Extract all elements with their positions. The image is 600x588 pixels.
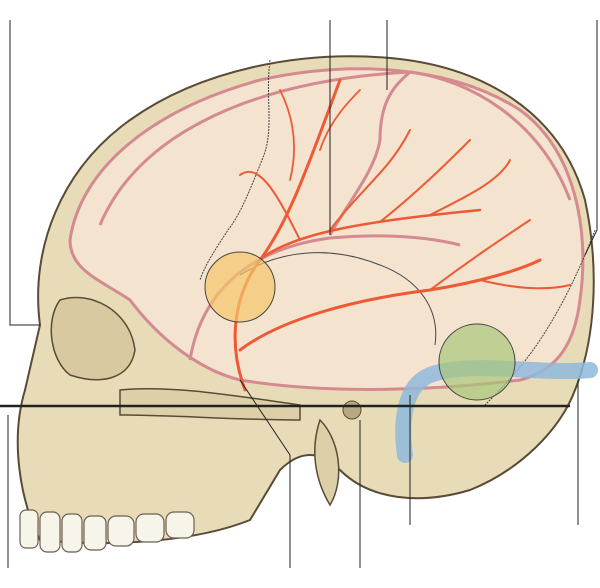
mastoid-process — [314, 418, 340, 507]
orange-highlight-circle — [204, 251, 276, 323]
leader-lines — [7, 20, 598, 568]
coronal-suture — [199, 59, 271, 281]
superior-sinus — [98, 70, 572, 226]
sinus-branch — [328, 70, 411, 236]
teeth — [19, 509, 195, 553]
zygomatic-arch — [119, 387, 301, 421]
middle-fossa-line — [188, 234, 461, 361]
leader-line — [239, 379, 291, 568]
orbit — [50, 296, 136, 381]
external-acoustic-meatus — [342, 400, 362, 420]
leader-line — [9, 20, 40, 326]
sigmoid-sinus — [395, 360, 598, 463]
leader-line — [584, 20, 598, 256]
inner-cranial-surface — [68, 67, 585, 391]
green-highlight-circle — [438, 323, 516, 401]
squamous-suture — [239, 252, 437, 346]
middle-meningeal-artery — [233, 78, 571, 392]
